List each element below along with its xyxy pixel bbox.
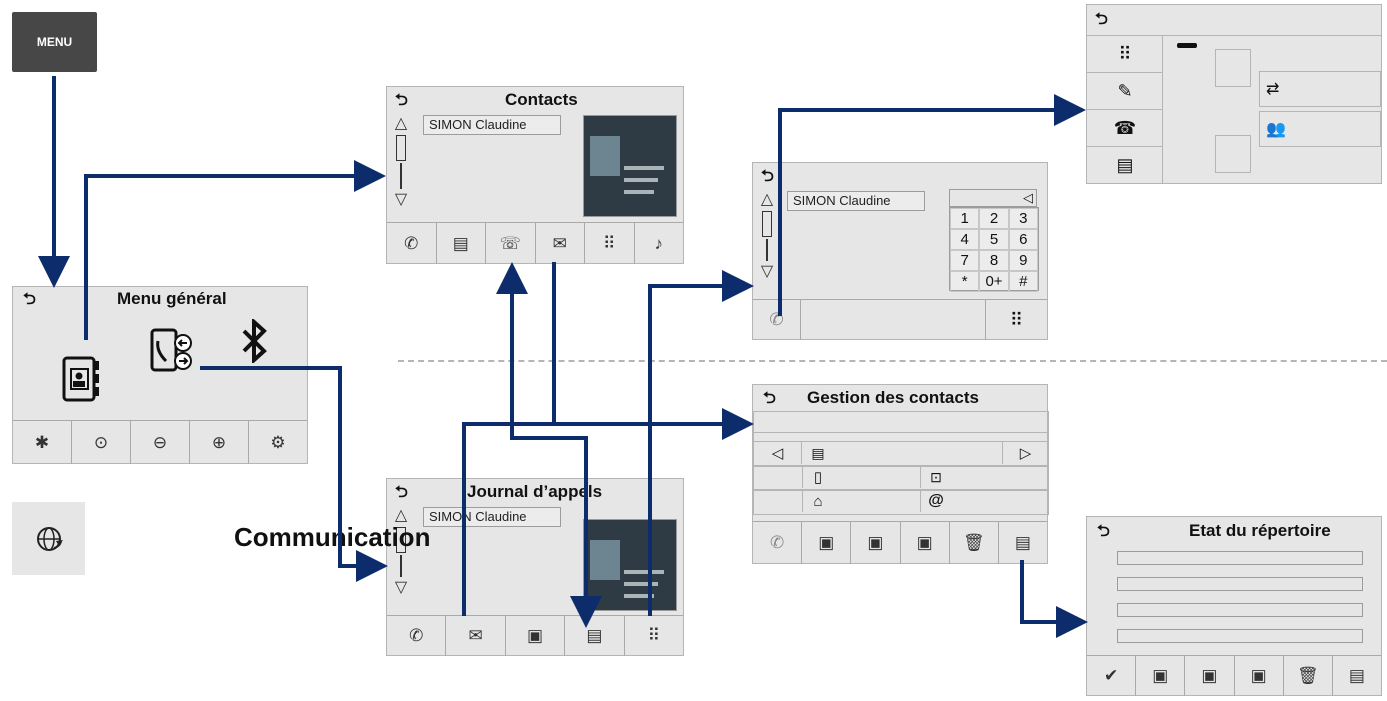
arrow-main-to-contacts — [86, 176, 378, 340]
arrow-to-call-log-phonebook — [512, 408, 586, 620]
arrow-management-to-state — [1022, 560, 1080, 622]
arrow-call-log-messages-to-management — [464, 424, 560, 616]
arrow-dialer-to-options — [780, 110, 1078, 316]
arrow-main-to-call-log — [200, 368, 380, 566]
arrow-contacts-to-dialer — [650, 286, 746, 616]
